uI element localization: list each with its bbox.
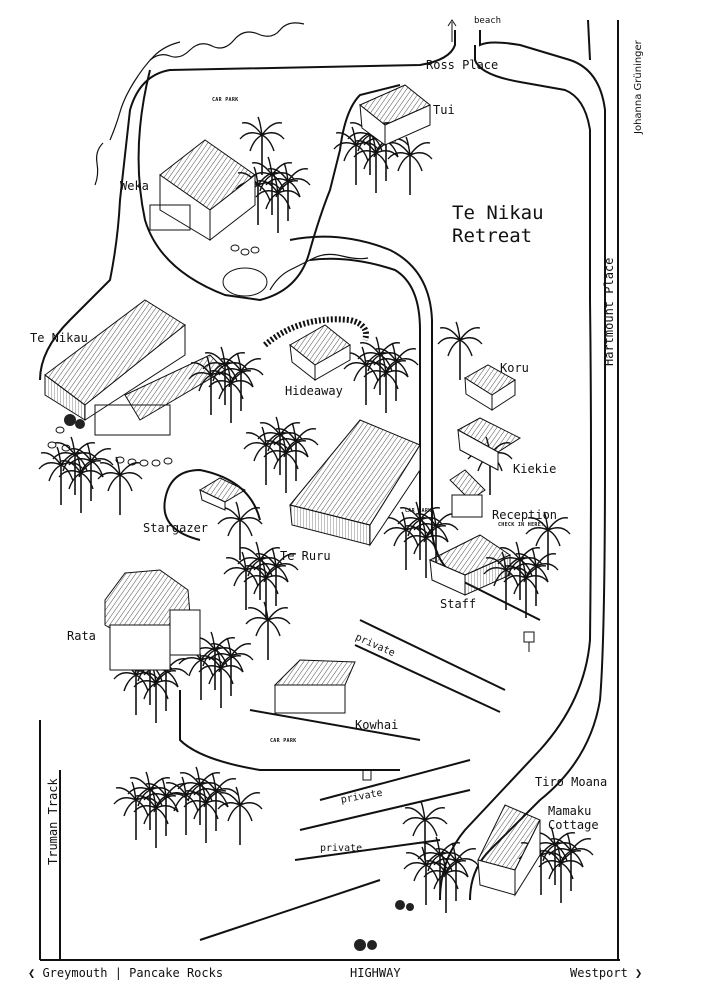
retreat-title-line1: Te Nikau (452, 202, 544, 224)
building-label-reception: Reception (492, 508, 558, 522)
bushes (64, 414, 414, 951)
author-credit: Johanna Grüninger (633, 40, 644, 134)
building-label-weka: Weka (120, 179, 149, 193)
building-label-kowhai: Kowhai (355, 718, 399, 732)
private-road-label: private (320, 843, 363, 854)
building-label-tui: Tui (433, 103, 455, 117)
signpost (362, 19, 535, 781)
building-reception[interactable] (449, 469, 486, 518)
building-koru[interactable] (464, 364, 516, 411)
building-te-ruru[interactable] (289, 419, 421, 547)
retreat-title-line2: Retreat (452, 225, 533, 247)
building-stargazer[interactable] (198, 477, 247, 511)
building-label-mamaku-line1: Mamaku (548, 804, 592, 818)
building-label-te-ruru: Te Ruru (280, 549, 331, 563)
building-weka[interactable] (149, 139, 256, 242)
building-label-mamaku-line2: Cottage (548, 818, 599, 832)
check-in-note: CHECK IN HERE! (498, 522, 545, 528)
direction-greymouth: ❮ Greymouth | Pancake Rocks (28, 966, 224, 980)
building-label-koru: Koru (500, 361, 529, 375)
building-hideaway[interactable] (263, 316, 369, 382)
building-label-stargazer: Stargazer (143, 521, 209, 535)
building-label-hideaway: Hideaway (285, 384, 343, 398)
beach-label: beach (474, 16, 502, 26)
coastline (94, 22, 369, 291)
road-hartmount-place: Hartmount Place (602, 257, 616, 366)
road-highway: HIGHWAY (350, 966, 401, 980)
car-park-label: CAR PARK (270, 738, 297, 744)
building-label-rata: Rata (67, 629, 96, 643)
building-te-nikau[interactable] (44, 299, 226, 436)
road-network (39, 19, 620, 961)
building-tui[interactable] (359, 84, 431, 146)
building-kiekie[interactable] (456, 417, 522, 471)
road-ross-place: Ross Place (426, 58, 499, 72)
car-park-label: CAR PARK (405, 508, 432, 514)
building-label-te-nikau: Te Nikau (30, 331, 88, 345)
direction-westport: Westport ❯ (570, 966, 643, 980)
building-rata[interactable] (104, 569, 201, 671)
building-mamaku[interactable] (477, 804, 541, 897)
building-label-kiekie: Kiekie (513, 462, 557, 476)
building-label-staff: Staff (440, 597, 477, 611)
building-label-tiro-moana: Tiro Moana (535, 775, 608, 789)
building-kowhai[interactable] (273, 659, 356, 714)
building-staff[interactable] (428, 534, 512, 596)
road-truman-track: Truman Track (46, 778, 60, 865)
car-park-label: CAR PARK (212, 97, 239, 103)
